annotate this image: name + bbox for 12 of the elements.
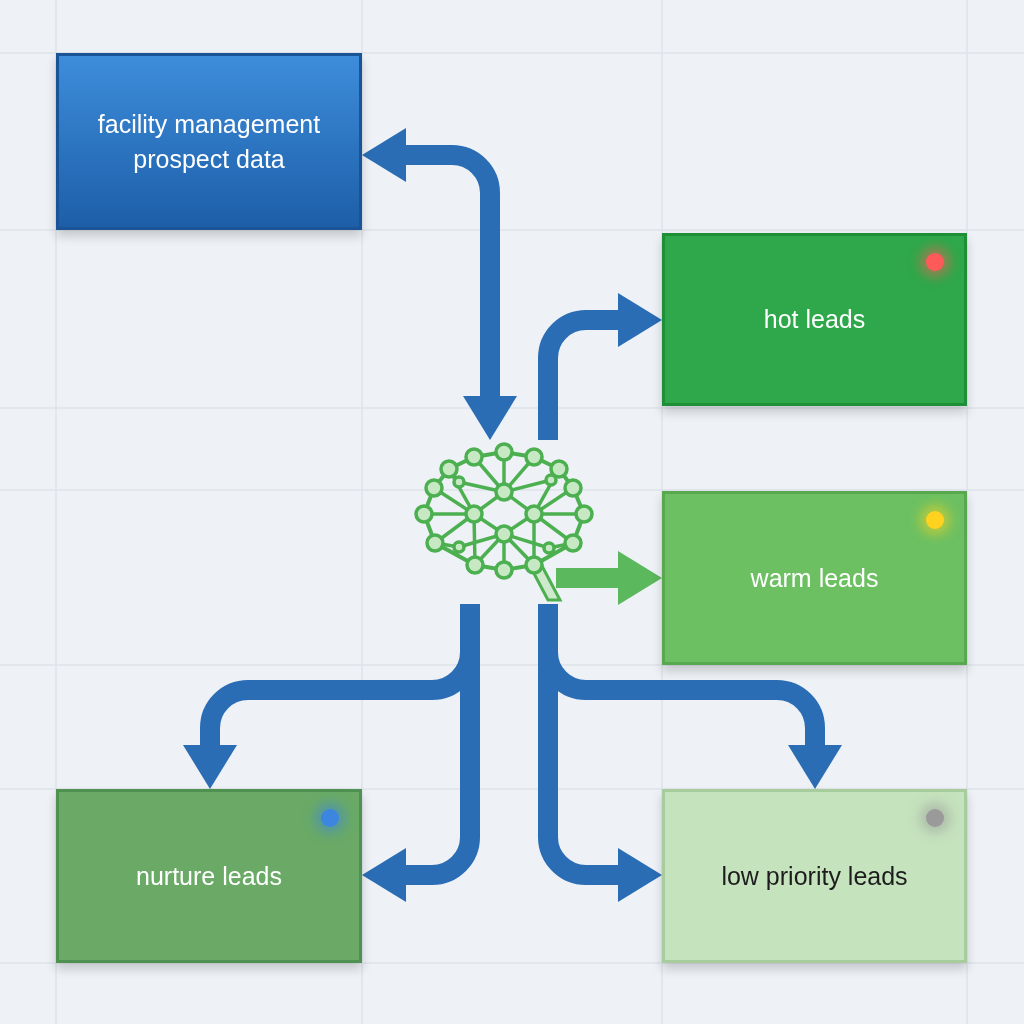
box-label: hot leads xyxy=(762,304,867,335)
process-box xyxy=(662,491,967,665)
process-box xyxy=(662,789,967,963)
process-box xyxy=(56,53,362,230)
process-box xyxy=(56,789,362,963)
arrow xyxy=(362,128,517,440)
box-label: low priority leads xyxy=(720,860,909,892)
box-label: facility management prospect data xyxy=(96,108,322,175)
box-label: warm leads xyxy=(749,562,880,594)
arrow xyxy=(538,293,662,440)
box-label: nurture leads xyxy=(135,860,283,892)
process-box xyxy=(662,233,967,406)
